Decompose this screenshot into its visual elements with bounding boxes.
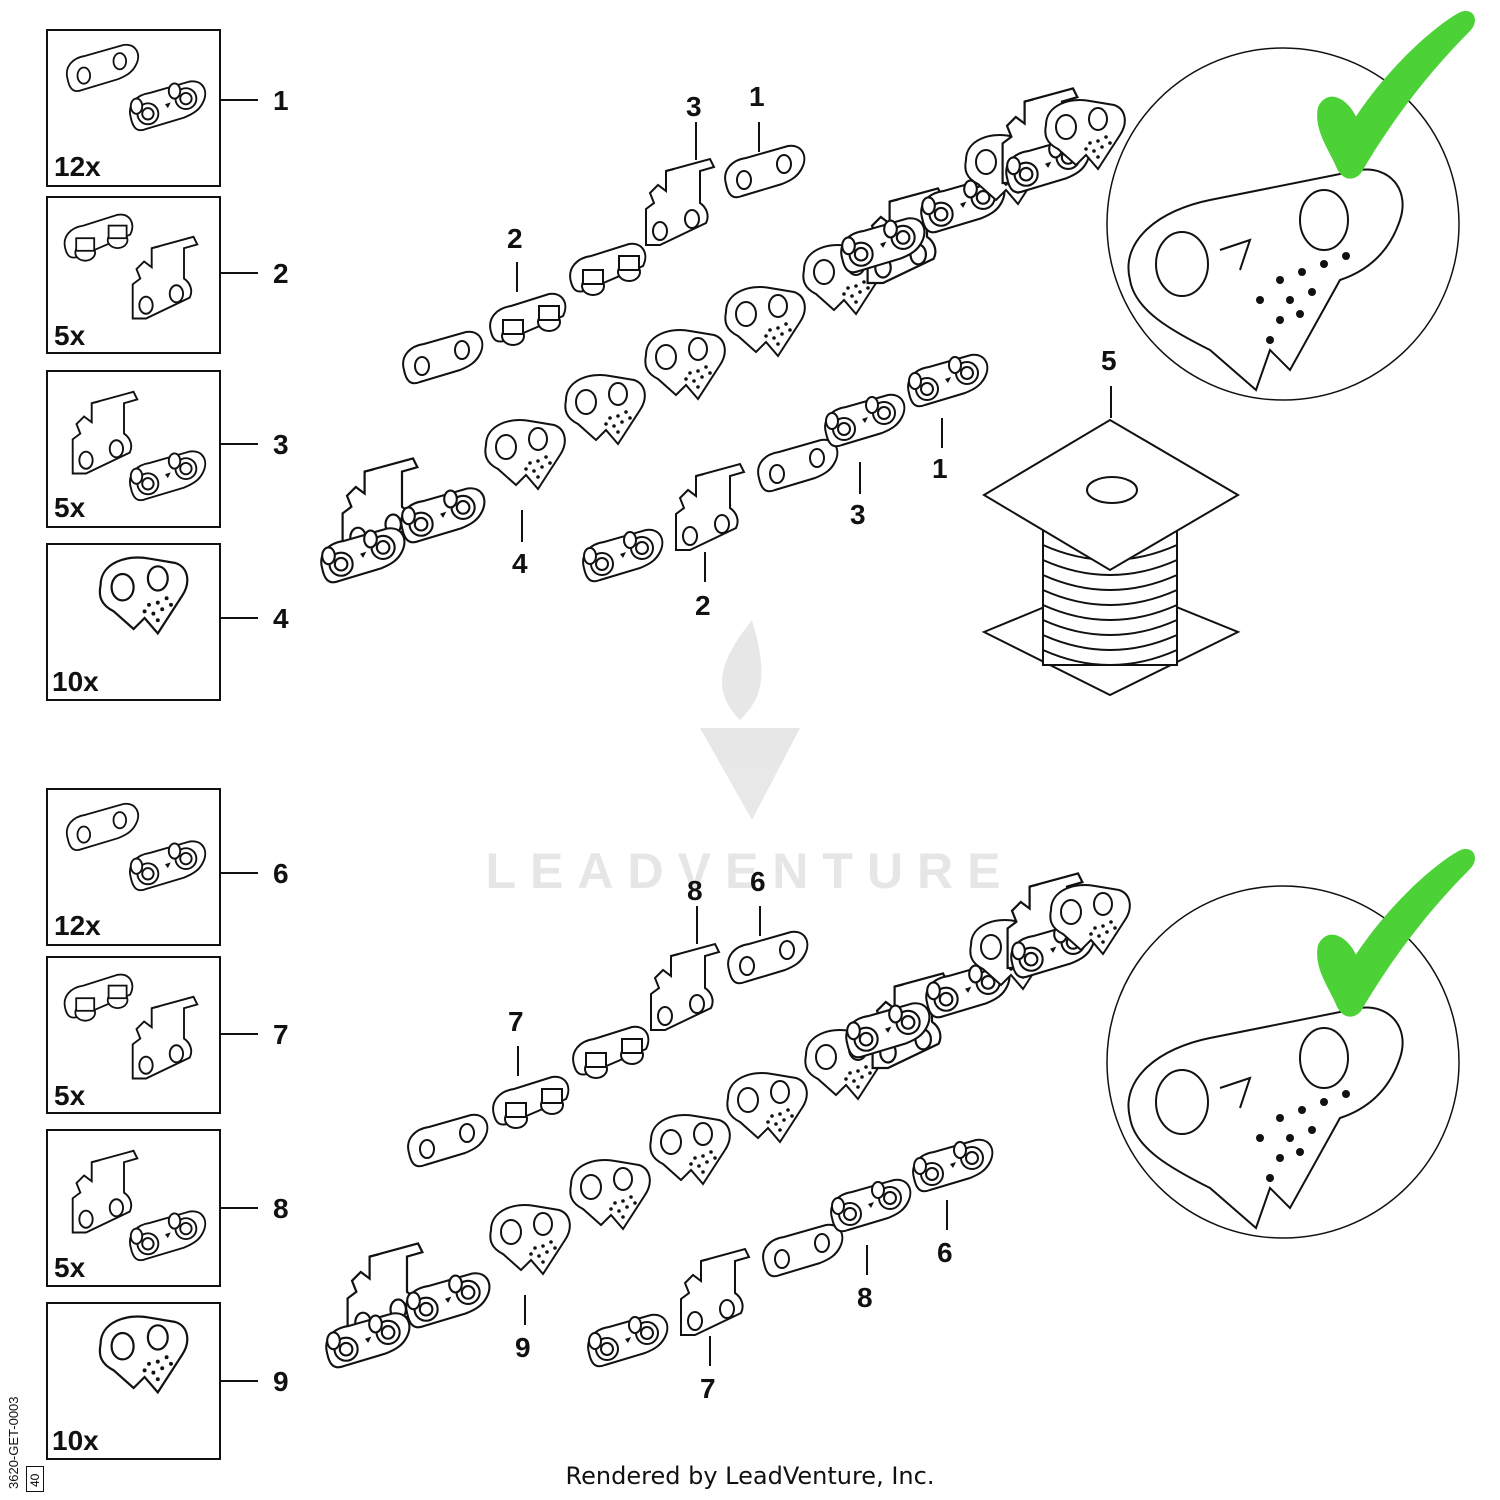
kit-qty: 5x bbox=[54, 1080, 86, 1111]
chain-callout: 6 bbox=[937, 1237, 953, 1268]
kit-box-6: 12x 6 bbox=[46, 788, 289, 946]
kit-callout: 9 bbox=[273, 1366, 289, 1397]
chain-callout: 2 bbox=[695, 590, 711, 621]
section-top: 12x 1 5x 2 5x 3 10x 4 bbox=[46, 11, 1475, 701]
kit-qty: 5x bbox=[54, 1252, 86, 1283]
kit-box-4: 10x 4 bbox=[46, 543, 289, 701]
chain-callout: 5 bbox=[1101, 345, 1117, 376]
exploded-chain-bottom bbox=[325, 872, 1131, 1369]
watermark-text: LEADVENTURE bbox=[485, 843, 1015, 899]
chain-callout: 3 bbox=[686, 91, 702, 122]
chain-callout: 4 bbox=[512, 548, 528, 579]
kit-callout: 8 bbox=[273, 1193, 289, 1224]
section-bottom: 12x 6 5x 7 5x 8 10x 9 bbox=[46, 788, 1475, 1460]
kit-callout: 7 bbox=[273, 1019, 289, 1050]
kit-qty: 12x bbox=[54, 910, 101, 941]
kit-box-1: 12x 1 bbox=[46, 29, 289, 187]
kit-box-8: 5x 8 bbox=[46, 1129, 289, 1287]
kit-box-9: 10x 9 bbox=[46, 1302, 289, 1460]
detail-circle-bottom bbox=[1106, 849, 1475, 1239]
watermark-logo bbox=[700, 620, 800, 820]
kit-qty: 5x bbox=[54, 492, 86, 523]
kit-qty: 10x bbox=[52, 1425, 99, 1456]
kit-qty: 5x bbox=[54, 320, 86, 351]
chain-callout: 9 bbox=[515, 1332, 531, 1363]
chain-callout: 8 bbox=[687, 875, 703, 906]
chain-callout: 1 bbox=[749, 81, 765, 112]
kit-box-2: 5x 2 bbox=[46, 196, 289, 354]
chain-callout: 7 bbox=[700, 1373, 716, 1404]
chain-callout: 2 bbox=[507, 223, 523, 254]
chain-callouts-bottom: 8 6 7 9 6 8 7 bbox=[508, 866, 953, 1404]
kit-box-7: 5x 7 bbox=[46, 956, 289, 1114]
kit-callout: 3 bbox=[273, 429, 289, 460]
kit-box-3: 5x 3 bbox=[46, 370, 289, 528]
doc-reference-box: 40 bbox=[26, 1466, 44, 1492]
chain-callout: 8 bbox=[857, 1282, 873, 1313]
chain-callout: 3 bbox=[850, 499, 866, 530]
kit-qty: 12x bbox=[54, 151, 101, 182]
chain-callout: 7 bbox=[508, 1006, 524, 1037]
chain-callouts-top: 3 1 2 4 1 3 2 5 bbox=[507, 81, 1117, 621]
kit-callout: 2 bbox=[273, 258, 289, 289]
chain-reel bbox=[981, 418, 1241, 697]
kit-callout: 4 bbox=[273, 603, 289, 634]
kit-callout: 6 bbox=[273, 858, 289, 889]
detail-circle-top bbox=[1106, 11, 1475, 401]
chain-callout: 1 bbox=[932, 453, 948, 484]
kit-callout: 1 bbox=[273, 85, 289, 116]
footer-credit: Rendered by LeadVenture, Inc. bbox=[565, 1462, 935, 1490]
kit-qty: 10x bbox=[52, 666, 99, 697]
chain-callout: 6 bbox=[750, 866, 766, 897]
